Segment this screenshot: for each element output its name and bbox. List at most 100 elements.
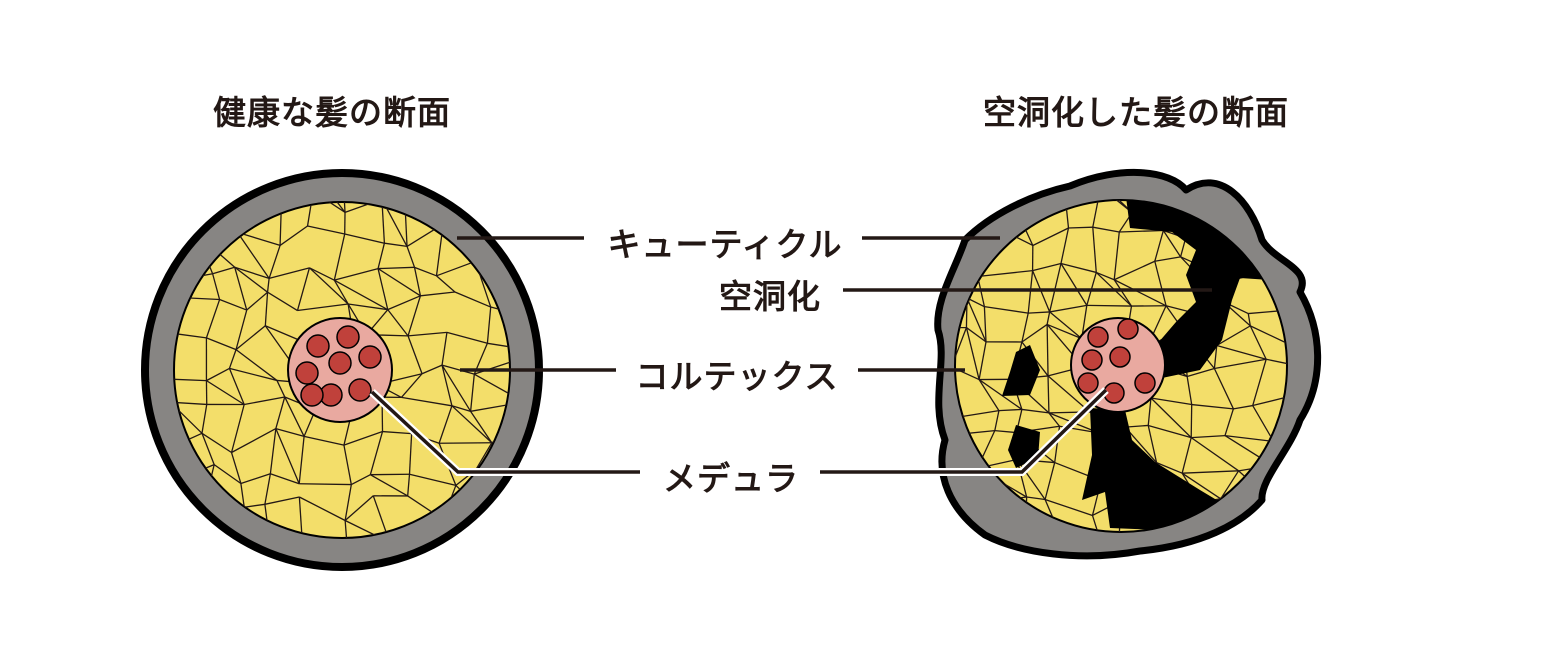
cortex-cell-edge [914,198,951,200]
cortex-cell-edge [130,195,172,203]
cortex-cell-edge [1157,571,1200,581]
cortex-cell-edge [1128,562,1157,572]
cortex-cell-edge [950,199,978,208]
cortex-cell-edge [1239,537,1254,545]
cortex-cell-edge [950,178,962,199]
cortex-cell-edge [217,554,219,585]
cortex-cell-edge [1291,533,1341,541]
cortex-cell-edge [1194,546,1200,581]
cortex-cell-edge [510,512,546,520]
cortex-cell-edge [140,399,144,431]
cortex-cell-edge [1200,570,1237,581]
cortex-cell-edge [1149,552,1157,571]
cortex-cell-edge [173,501,176,539]
cortex-cell-edge [181,580,219,585]
cortex-cell-edge [264,155,302,159]
medulla-granule [1078,373,1098,393]
cortex-cell-edge [219,570,252,585]
cortex-cell-edge [1306,428,1325,441]
cortex-cell-edge [1249,164,1253,191]
cortex-cell-edge [1060,164,1081,168]
cortex-cell-edge [522,545,560,552]
cortex-cell-edge [981,571,1030,577]
cortex-cell-edge [186,160,199,161]
cortex-cell-edge [1284,480,1305,498]
cortex-cell-edge [1319,280,1337,308]
cortex-cell-edge [172,203,178,230]
cortex-cell-edge [454,539,471,540]
cortex-cell-edge [232,549,252,570]
cortex-cell-edge [283,567,298,579]
cortex-cell-edge [515,563,539,564]
cortex-cell-edge [172,160,186,203]
cortex-cell-edge [1285,204,1325,230]
cortex-cell-edge [1233,164,1253,172]
cortex-cell-edge [1025,551,1030,570]
cortex-cell-edge [1082,562,1128,572]
cortex-cell-edge [129,280,165,283]
cortex-cell-edge [301,155,342,165]
cortex-cell-edge [129,236,138,279]
cortex-cell-edge [1291,562,1340,578]
cortex-cell-edge [914,169,920,197]
cortex-cell-edge [548,308,550,328]
cortex-cell-edge [471,169,515,174]
cortex-cell-edge [135,302,143,345]
cortex-cell-edge [1284,497,1334,499]
cortex-cell-edge [366,573,411,577]
cortex-cell-edge [1284,497,1291,541]
cortex-cell-edge [515,169,517,199]
cortex-cell-edge [912,198,913,222]
cortex-cell-edge [1019,168,1060,176]
medulla-granule [359,346,381,368]
cortex-cell-edge [547,393,551,429]
cortex-cell-edge [1340,533,1341,578]
cortex-cell-edge [454,540,489,582]
cortex-cell-edge [172,203,197,233]
cortex-cell-edge [217,549,232,553]
cortex-cell-edge [916,376,919,405]
cortex-cell-edge [390,169,404,172]
cortex-cell-edge [916,443,927,470]
cortex-cell-edge [912,222,955,269]
medulla-granule [1135,373,1155,393]
cortex-cell-edge [411,569,436,578]
cortex-cell-edge [959,572,981,577]
cortex-cell-edge [299,484,351,485]
cortex-cell-edge [920,169,963,178]
cortex-cell-edge [130,575,180,580]
label-cuticle: キューティクル [600,218,850,266]
cortex-cell-edge [1149,552,1200,581]
cortex-cell-edge [922,528,963,548]
label-medulla: メデュラ [656,452,806,500]
cortex-cell-edge [435,569,488,583]
cortex-cell-edge [1048,376,1049,413]
cortex-cell-edge [517,197,548,199]
cortex-cell-edge [1191,405,1192,438]
cortex-cell-edge [471,174,517,199]
cortex-cell-edge [1334,499,1341,533]
cortex-cell-edge [252,567,283,570]
cortex-cell-edge [471,174,483,214]
cortex-cell-edge [1322,326,1340,372]
cortex-cell-edge [130,195,138,236]
cortex-cell-edge [540,552,560,564]
cortex-cell-edge [481,510,522,545]
cortex-cell-edge [978,176,990,208]
cortex-cell-edge [248,159,264,171]
cortex-cell-edge [1284,230,1325,243]
cortex-cell-edge [515,159,547,168]
cortex-cell-edge [1254,537,1273,571]
cortex-cell-edge [1285,164,1295,204]
cortex-cell-edge [1064,572,1082,583]
cortex-cell-edge [1237,570,1273,571]
cortex-cell-edge [488,565,515,583]
cortex-cell-edge [1087,305,1132,306]
cortex-cell-edge [1254,537,1291,541]
cortex-cell-edge [1237,545,1239,570]
cortex-cell-edge [139,230,179,236]
cortex-cell-edge [909,562,959,572]
cortex-cell-edge [1295,164,1340,178]
medulla-granule [296,362,318,384]
cortex-cell-edge [139,236,166,282]
